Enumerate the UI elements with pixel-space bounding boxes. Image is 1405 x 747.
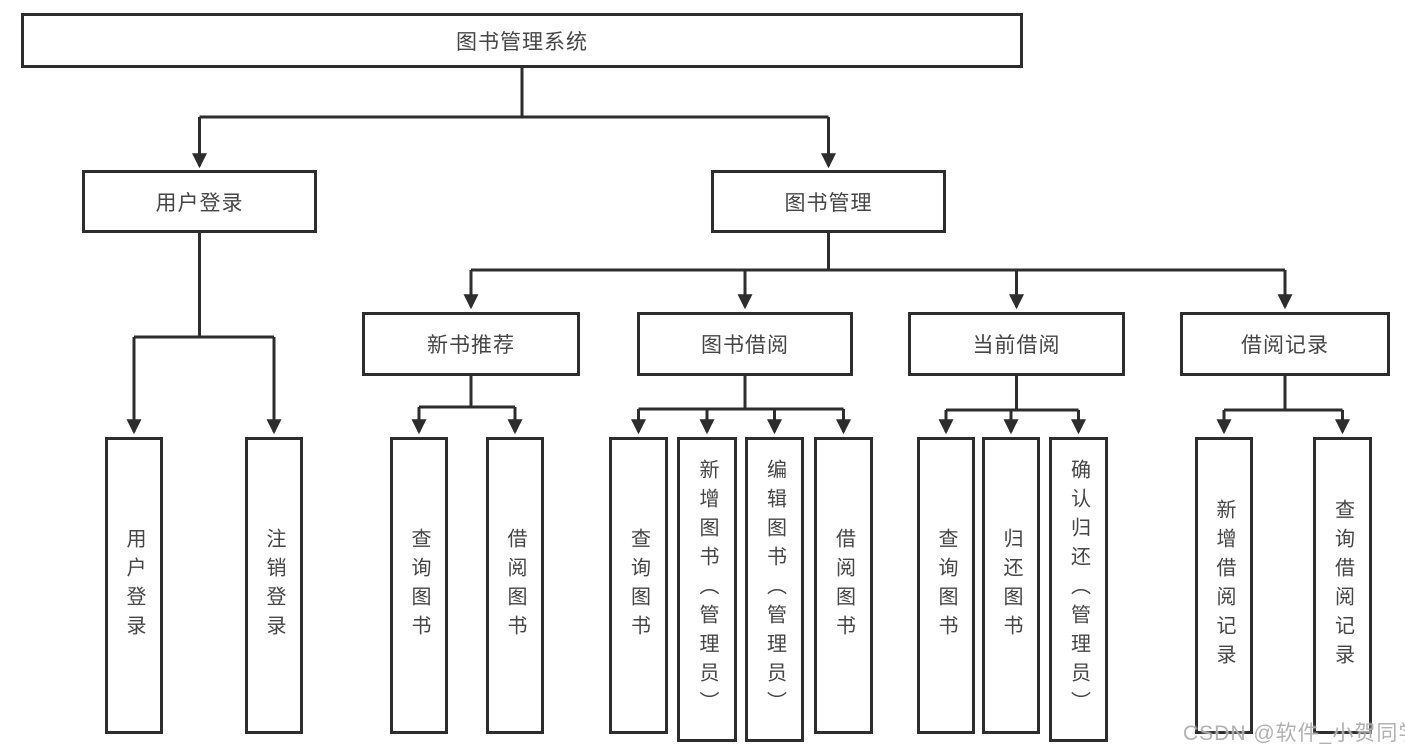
leaf-br-add-record: 新增借阅记录: [1195, 437, 1253, 734]
leaf-bb-borrow-book: 借阅图书: [814, 437, 873, 734]
leaf-bb-query-book: 查询图书: [609, 437, 668, 734]
leaf-br-query-record: 查询借阅记录: [1313, 437, 1372, 734]
leaf-cb-return-book: 归还图书: [982, 437, 1040, 734]
node-root: 图书管理系统: [21, 13, 1023, 68]
leaf-nbr-borrow-book: 借阅图书: [486, 437, 544, 734]
node-user-login: 用户登录: [82, 170, 317, 233]
leaf-logout: 注销登录: [245, 437, 303, 734]
leaf-bb-add-book-admin: 新增图书（管理员）: [677, 437, 737, 742]
node-new-book-recommend: 新书推荐: [362, 312, 580, 376]
leaf-bb-edit-book-admin: 编辑图书（管理员）: [745, 437, 804, 742]
node-book-borrow: 图书借阅: [637, 312, 853, 376]
csdn-watermark: CSDN @软件_小贺同学: [1183, 722, 1405, 745]
node-book-management: 图书管理: [711, 170, 946, 233]
leaf-cb-confirm-return-admin: 确认归还（管理员）: [1049, 437, 1108, 742]
leaf-user-login: 用户登录: [105, 437, 163, 734]
leaf-nbr-query-book: 查询图书: [390, 437, 448, 734]
leaf-cb-query-book: 查询图书: [917, 437, 975, 734]
node-current-borrow: 当前借阅: [908, 312, 1125, 376]
node-borrow-records: 借阅记录: [1180, 312, 1390, 376]
